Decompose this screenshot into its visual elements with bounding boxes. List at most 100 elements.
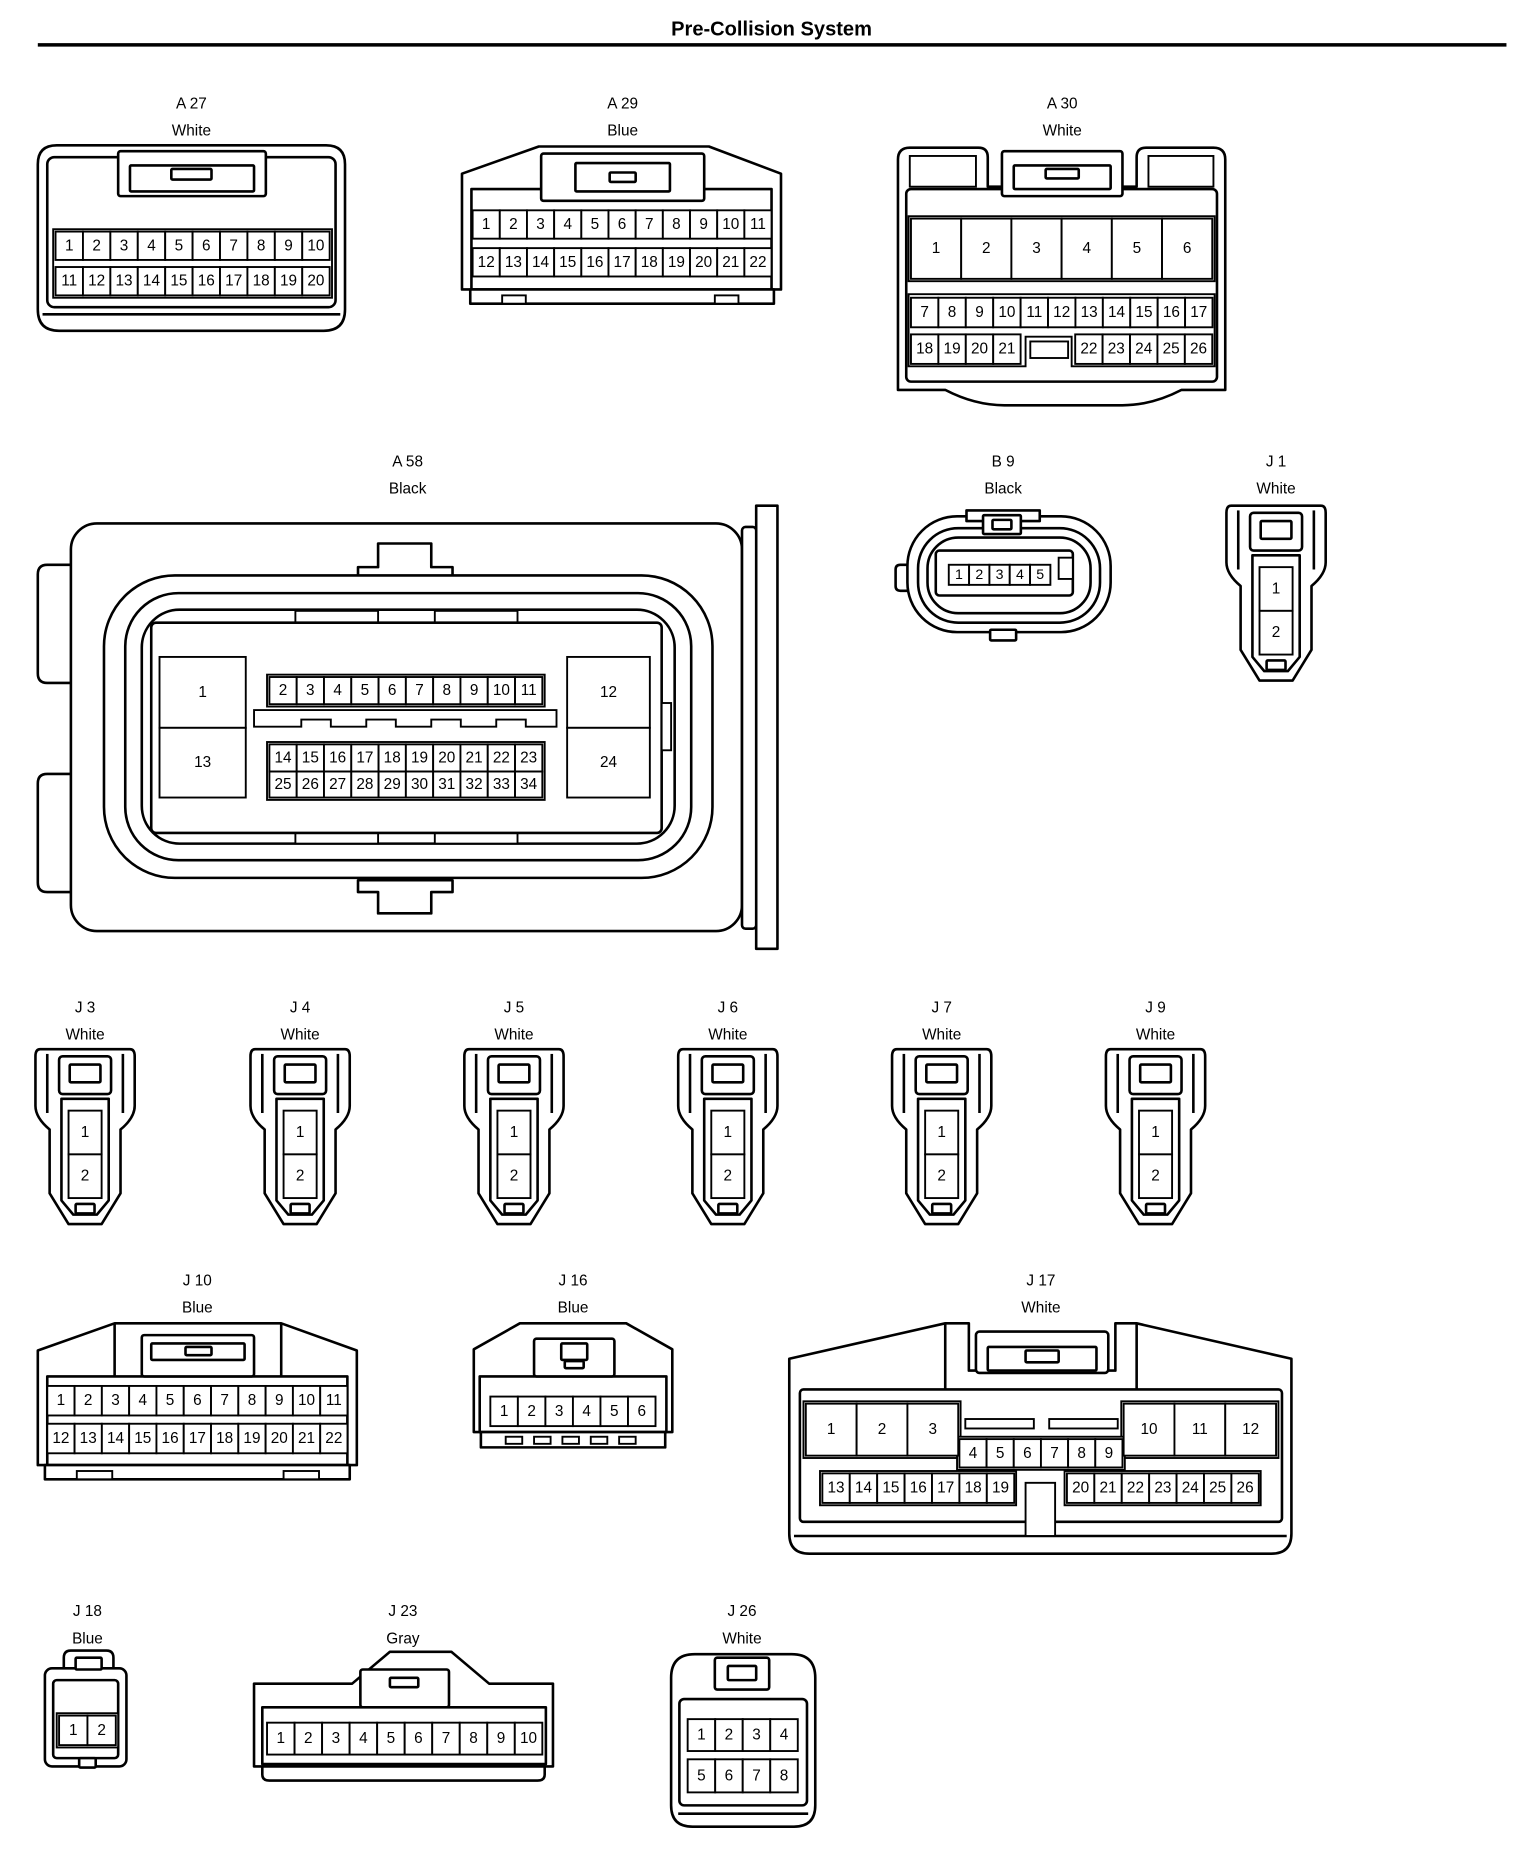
pin-cell [210,1422,240,1455]
pin-number: 1 [69,1722,78,1739]
pin-cell [319,1422,349,1455]
pin-number: 2 [975,567,983,583]
pin-cell [1258,566,1294,612]
pin-number: 7 [220,1392,229,1409]
pin-number: 3 [120,237,129,254]
pin-number: 1 [277,1730,286,1747]
connector-id-label: J 18 [73,1603,102,1620]
pin-number: 1 [81,1124,90,1141]
pin-number: 2 [97,1722,106,1739]
connector-color-label: White [1043,123,1082,140]
pin-number: 4 [1082,240,1091,257]
pin-number: 11 [521,682,537,699]
pin-number: 14 [107,1430,125,1447]
connector-color-label: White [1136,1027,1175,1044]
pin-cell [686,1718,717,1752]
pin-cell [910,333,940,365]
pin-number: 30 [411,776,428,793]
side-tab [36,772,75,894]
pin-cell [459,743,489,773]
connector-color-label: Blue [607,123,638,140]
pin-number: 12 [600,684,617,701]
pin-number: 13 [505,254,522,271]
pin-number: 7 [1050,1445,1059,1462]
pin-cell [237,1422,267,1455]
base-foot [589,1435,609,1445]
pin-number: 18 [916,341,933,358]
page-title: Pre-Collision System [671,19,872,41]
pin-number: 3 [306,682,315,699]
pin-cell [376,1721,406,1756]
pin-number: 2 [937,1168,946,1185]
pin-number: 26 [302,776,319,793]
latch-tab [1044,167,1081,180]
pin-cell [743,209,773,240]
pin-number: 11 [1192,1421,1208,1438]
pin-number: 21 [466,749,483,766]
housing-ear [1147,155,1215,188]
side-tab [36,563,75,685]
key-notch [1024,1481,1057,1537]
pin-cell [931,1472,961,1504]
pin-number: 1 [57,1392,66,1409]
connector-id-label: A 29 [607,95,638,112]
pin-cell [282,1109,318,1156]
pin-number: 22 [493,749,510,766]
pin-number: 4 [1016,567,1024,583]
connector-id-label: J 7 [931,999,951,1016]
connector-id-label: J 5 [504,999,524,1016]
pin-number: 6 [618,216,627,233]
pin-number: 18 [253,273,270,290]
pin-number: 1 [932,240,941,257]
connector-color-label: Blue [182,1299,213,1316]
pin-number: 1 [296,1124,305,1141]
pin-cell [566,726,651,799]
pin-cell [903,1472,933,1504]
latch-window [1259,519,1293,541]
pin-number: 33 [493,776,510,793]
pin-number: 2 [84,1392,93,1409]
pin-cell [992,333,1022,365]
pin-number: 3 [111,1392,120,1409]
latch-window [68,1063,102,1084]
pin-cell [496,1153,532,1200]
base-foot [533,1435,552,1445]
pin-number: 20 [695,254,712,271]
pin-number: 1 [955,567,963,583]
pin-number: 18 [384,749,401,766]
connector-color-label: Black [984,481,1022,498]
pin-cell [403,1721,434,1756]
pin-number: 10 [998,304,1015,321]
pin-number: 4 [139,1392,148,1409]
pin-cell [67,1153,103,1200]
pin-number: 19 [243,1430,260,1447]
connector-color-label: White [708,1027,747,1044]
pin-number: 2 [1272,624,1281,641]
pin-number: 11 [1026,304,1042,321]
inner-tab [433,609,519,624]
pin-cell [323,770,353,799]
connector-id-label: B 9 [992,453,1015,470]
pin-number: 20 [1072,1480,1089,1497]
pin-number: 12 [88,273,105,290]
pin-number: 2 [982,240,991,257]
pin-number: 12 [478,254,495,271]
connector-color-label: Black [389,481,427,498]
latch-tab [608,171,637,184]
base-foot [618,1435,637,1445]
pin-cell [710,1153,746,1200]
pin-cell [599,1395,629,1428]
latch [356,878,454,915]
pin-cell [714,1758,744,1794]
bottom-tab [289,1202,311,1215]
pin-cell [580,209,610,240]
pin-number: 1 [1272,580,1281,597]
pin-number: 6 [725,1767,734,1784]
